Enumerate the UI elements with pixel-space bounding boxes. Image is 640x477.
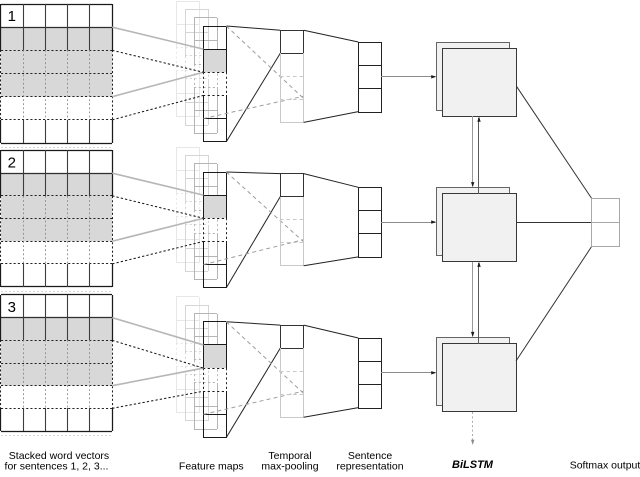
svg-text:3: 3: [8, 299, 16, 316]
svg-text:Softmax output: Softmax output: [570, 459, 640, 471]
svg-text:for sentences 1, 2, 3...: for sentences 1, 2, 3...: [5, 460, 109, 472]
svg-text:Sentence: Sentence: [348, 450, 393, 462]
svg-text:BiLSTM: BiLSTM: [452, 459, 494, 471]
svg-text:2: 2: [8, 154, 16, 171]
svg-text:max-pooling: max-pooling: [261, 460, 318, 472]
svg-text:Feature maps: Feature maps: [179, 460, 244, 472]
svg-text:Stacked word vectors: Stacked word vectors: [9, 450, 109, 462]
svg-text:representation: representation: [336, 460, 403, 472]
svg-text:Temporal: Temporal: [268, 450, 311, 462]
svg-text:1: 1: [8, 8, 16, 25]
